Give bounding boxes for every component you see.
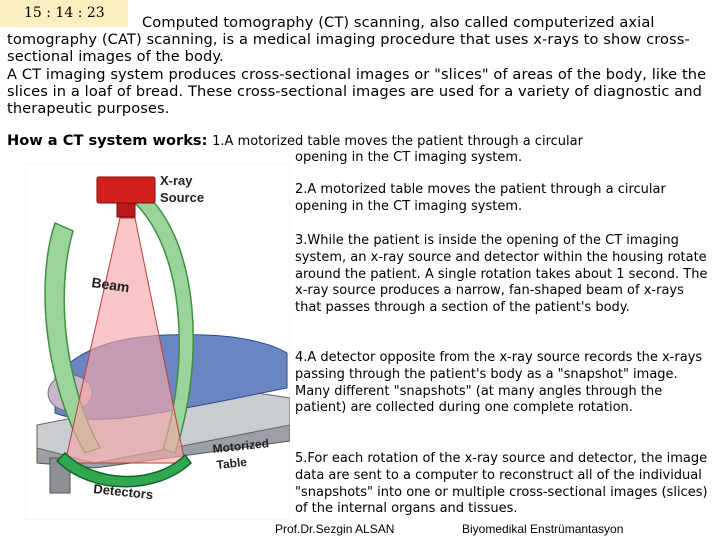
motorized-label-line1: Motorized: [212, 436, 270, 456]
clock-time: 15 : 14 : 23: [0, 0, 128, 27]
footer-course: Biyomedikal Enstrümantasyon: [462, 522, 624, 536]
step-2: 2.A motorized table moves the patient th…: [295, 182, 666, 214]
step-3: 3.While the patient is inside the openin…: [295, 233, 708, 316]
how-it-works: How a CT system works: 1.A motorized tab…: [7, 132, 583, 149]
step-5: 5.For each rotation of the x-ray source …: [295, 451, 708, 517]
step-1-line-b: opening in the CT imaging system.: [295, 150, 523, 165]
step-1-line-a: 1.A motorized table moves the patient th…: [212, 134, 583, 149]
how-heading: How a CT system works:: [7, 132, 208, 149]
step-4: 4.A detector opposite from the x-ray sou…: [295, 350, 703, 416]
xray-label-line2: Source: [160, 190, 204, 205]
intro-paragraph-1: Computed tomography (CT) scanning, also …: [7, 14, 690, 66]
xray-source: [96, 176, 156, 204]
beam-label: Beam: [91, 274, 131, 295]
intro-text: Computed tomography (CT) scanning, also …: [7, 14, 715, 117]
ct-scanner-diagram: X-ray Source Beam Motorized Table Detect…: [25, 163, 290, 520]
detector-arc: [55, 451, 193, 488]
footer-author: Prof.Dr.Sezgin ALSAN: [275, 522, 395, 536]
intro-paragraph-2: A CT imaging system produces cross-secti…: [7, 65, 707, 118]
detectors-label: Detectors: [93, 481, 154, 502]
motorized-label-line2: Table: [216, 455, 248, 472]
xray-label-line1: X-ray: [160, 173, 193, 188]
